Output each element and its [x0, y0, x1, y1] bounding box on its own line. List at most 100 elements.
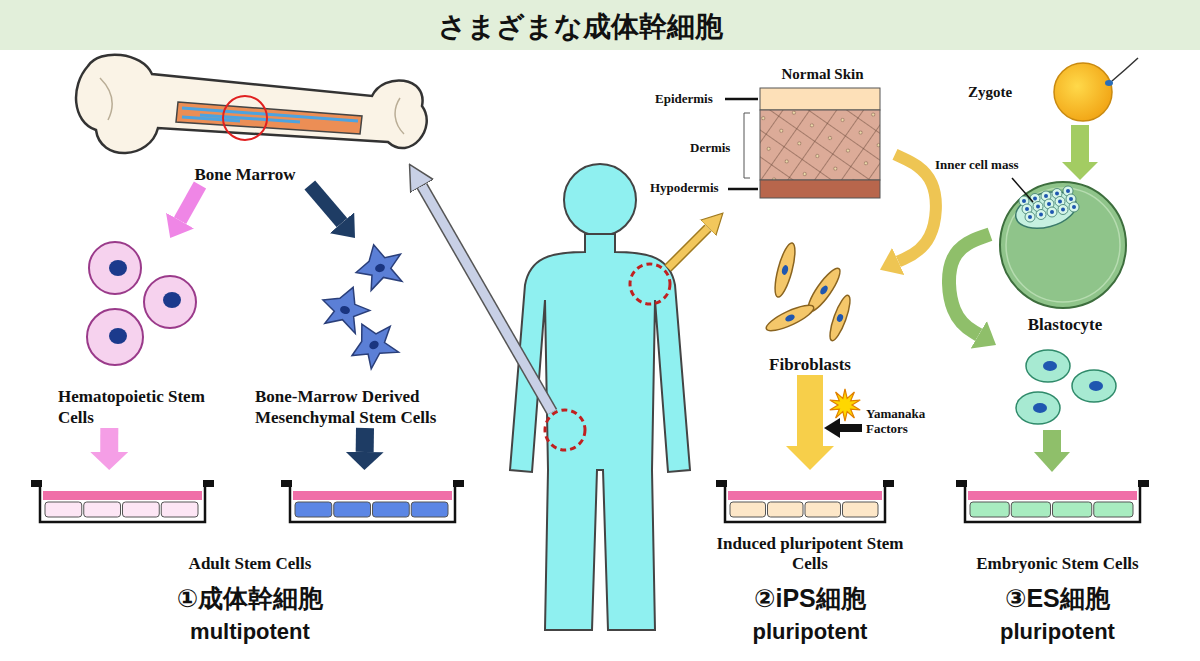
bone-illustration [76, 55, 427, 153]
skin-section [760, 88, 880, 110]
hematopoietic-cell [109, 328, 127, 344]
inner-cell-mass [1072, 205, 1076, 209]
culture-dish [1011, 502, 1050, 517]
culture-dish [281, 480, 464, 522]
inner-cell-mass [1047, 207, 1057, 217]
culture-dish [31, 480, 214, 522]
culture-dish [293, 491, 452, 500]
inner-cell-mass [1058, 205, 1068, 215]
inner-cell-mass [1044, 194, 1048, 198]
inner-cell-mass [1036, 210, 1046, 220]
culture-dish [1053, 502, 1092, 517]
zygote [1112, 58, 1138, 81]
figure-label: Hematopoietic Stem Cells [58, 387, 208, 428]
inner-cell-mass [1055, 192, 1059, 196]
figure-group: Hematopoietic Stem Cells [40, 238, 250, 428]
figure-group: Induced pluripotent Stem Cells②iPS細胞plur… [700, 470, 920, 645]
figure-label: pluripotent [753, 619, 868, 645]
culture-dish [123, 502, 160, 517]
leader-line [1012, 178, 1033, 202]
part-label: Hypodermis [650, 181, 719, 196]
harvest-arrow [422, 186, 708, 412]
part-label: Dermis [690, 141, 730, 156]
part-label: Epidermis [655, 92, 713, 107]
fibroblast [781, 264, 789, 275]
culture-dish [725, 484, 885, 522]
zygote [1105, 80, 1113, 86]
inner-cell-mass [1069, 202, 1079, 212]
inner-cell-mass [1061, 208, 1065, 212]
figure-group: Bone Marrow [65, 55, 425, 185]
inner-cell-mass [1025, 212, 1035, 222]
embryonic-cell [1072, 370, 1116, 402]
figure-label: Bone Marrow [194, 165, 295, 185]
hematopoietic-cell [163, 292, 181, 308]
culture-dish [716, 480, 727, 487]
fibroblast [771, 241, 799, 299]
zygote [1054, 58, 1138, 121]
figure-label: Zygote [968, 83, 1012, 101]
culture-dish [968, 491, 1137, 500]
sample-site [545, 410, 585, 450]
culture-dish [805, 502, 841, 517]
bone-illustration [176, 102, 362, 134]
mesenchymal-cell [317, 237, 410, 375]
harvest-arrow [422, 186, 552, 412]
figure-label: Fibroblasts [769, 355, 851, 375]
mesenchymal-cell [368, 339, 381, 351]
inner-cell-mass [1066, 189, 1070, 193]
flow-arrow [895, 154, 936, 261]
figure-group: Fibroblasts [740, 240, 880, 375]
figure-label: ①成体幹細胞 [177, 583, 323, 613]
factor-arrow [840, 424, 862, 432]
culture-dish [1094, 502, 1133, 517]
culture-arrow [1043, 430, 1061, 452]
inner-cell-mass [1022, 199, 1026, 203]
figure-label: Adult Stem Cells [189, 554, 312, 574]
embryonic-cell [1043, 361, 1057, 371]
fibroblast [763, 241, 853, 342]
culture-dish [956, 480, 967, 487]
flow-arrow [949, 234, 990, 335]
figure-label: Induced pluripotent Stem Cells [710, 534, 910, 575]
fibroblast [763, 301, 816, 336]
culture-dish [970, 502, 1009, 517]
culture-dish [45, 502, 82, 517]
culture-dish [295, 502, 332, 517]
figure-group: Bone-Marrow Derived Mesenchymal Stem Cel… [250, 238, 500, 428]
factor-burst [830, 389, 860, 421]
culture-dish [883, 480, 894, 487]
inner-cell-mass [1012, 186, 1081, 235]
culture-dish [965, 484, 1140, 522]
embryonic-cell [1089, 381, 1103, 391]
bone-illustration [76, 55, 427, 153]
fibroblast [826, 293, 854, 342]
blastocyst [1000, 178, 1126, 308]
figure-label: Bone-Marrow Derived Mesenchymal Stem Cel… [255, 387, 500, 428]
mesenchymal-cell [349, 237, 409, 295]
part-label: Inner cell mass [935, 158, 1019, 173]
figure-label: Embryonic Stem Cells [976, 554, 1138, 574]
figure-label: multipotent [190, 619, 310, 645]
culture-dish [31, 480, 42, 487]
bracket [744, 113, 750, 178]
flow-arrow [1071, 125, 1089, 162]
culture-dish [1138, 480, 1149, 487]
mesenchymal-cell [341, 312, 406, 376]
culture-dish [843, 502, 879, 517]
figure-label: pluripotent [1000, 619, 1115, 645]
diagram-title: さまざまな成体幹細胞 [0, 8, 1160, 46]
inner-cell-mass [1028, 215, 1032, 219]
culture-dish [43, 491, 202, 500]
human-figure [564, 164, 636, 236]
part-label: Yamanaka Factors [866, 407, 938, 437]
culture-dish [161, 502, 198, 517]
embryonic-cell [1026, 350, 1070, 382]
figure-label: Normal Skin [781, 65, 863, 83]
culture-dish [40, 484, 205, 522]
figure-group: Blastocyte [990, 180, 1140, 335]
inner-cell-mass [1033, 197, 1037, 201]
embryonic-cell [1016, 350, 1116, 424]
figure-group: Zygote [960, 58, 1120, 125]
bone-illustration [223, 96, 267, 140]
